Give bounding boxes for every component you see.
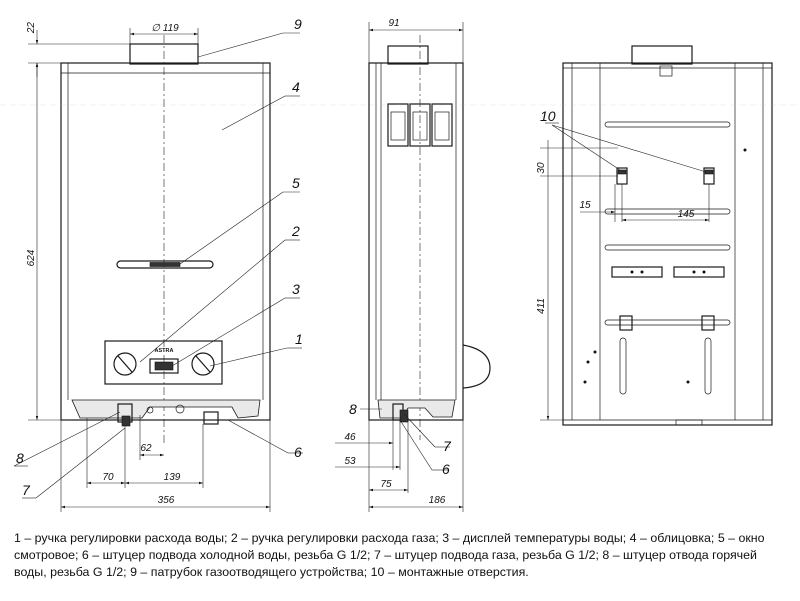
legend-caption: 1 – ручка регулировки расхода воды; 2 – …	[14, 530, 784, 581]
water-knob	[191, 352, 215, 376]
callout-7-side: 7	[443, 438, 452, 454]
dim-text-22: 22	[26, 22, 37, 35]
callout-4: 4	[292, 79, 300, 95]
dim-text-624: 624	[26, 249, 37, 266]
temperature-display	[149, 358, 179, 374]
callout-10: 10	[540, 108, 556, 124]
callout-8: 8	[16, 450, 24, 466]
callout-2: 2	[291, 223, 300, 239]
back-callouts: 10	[540, 108, 707, 173]
dim-text-15: 15	[579, 200, 591, 211]
callout-1: 1	[295, 331, 303, 347]
callout-8-side: 8	[349, 401, 357, 417]
cold-water-inlet-front	[203, 411, 219, 425]
control-panel	[104, 340, 223, 385]
dim-back: 30 411 15 145	[536, 140, 710, 421]
dim-front-bottom: 62 70 139 356	[60, 415, 271, 512]
dim-text-91: 91	[388, 18, 399, 29]
dim-side: 91 46 53 75 186	[335, 18, 464, 512]
dim-text-53: 53	[344, 456, 356, 467]
dim-text-62: 62	[140, 443, 152, 454]
flue-pipe-back	[631, 45, 693, 65]
gas-knob	[113, 352, 137, 376]
flue-pipe-side	[387, 45, 429, 65]
front-view: ASTRA	[60, 35, 271, 445]
technical-drawing: ASTRA 22 624 ∅ 119 62	[0, 16, 800, 512]
dim-text-46: 46	[344, 432, 356, 443]
dim-text-70: 70	[102, 472, 114, 483]
dim-text-145: 145	[678, 209, 695, 220]
dim-flue-diameter: ∅ 119	[129, 23, 199, 44]
callout-6: 6	[294, 444, 302, 460]
front-callouts: 9 4 5 2 3 1 6 8 7	[13, 16, 303, 499]
front-body	[60, 62, 271, 421]
side-callouts: 8 7 6	[349, 401, 452, 477]
dim-text-186: 186	[429, 495, 446, 506]
callout-7: 7	[22, 482, 31, 498]
caption-text: 1 – ручка регулировки расхода воды; 2 – …	[14, 531, 765, 579]
side-view	[368, 35, 491, 440]
dim-top-offset: 22	[26, 22, 130, 77]
dim-text-139: 139	[164, 472, 181, 483]
callout-9: 9	[294, 16, 302, 32]
callout-5: 5	[292, 175, 300, 191]
back-view	[562, 45, 773, 426]
panel-brand: ASTRA	[155, 348, 174, 354]
dim-text-119: ∅ 119	[151, 23, 179, 34]
dim-text-75: 75	[380, 479, 392, 490]
side-body	[368, 62, 464, 421]
dim-text-356: 356	[158, 495, 175, 506]
gas-inlet-front	[121, 415, 131, 427]
back-body	[562, 62, 773, 426]
callout-3: 3	[292, 281, 300, 297]
dim-height: 624	[26, 63, 72, 421]
callout-6-side: 6	[442, 461, 450, 477]
dim-text-30: 30	[536, 162, 547, 174]
dim-text-411: 411	[536, 298, 547, 314]
sight-window	[116, 260, 214, 269]
